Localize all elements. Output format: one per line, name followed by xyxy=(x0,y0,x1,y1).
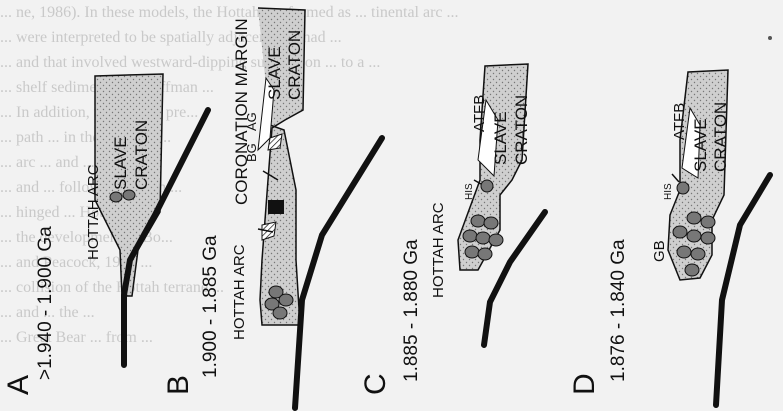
panel-letter: B xyxy=(162,375,195,395)
panel-letter: C xyxy=(359,373,392,395)
craton-label-line1: SLAVE xyxy=(111,136,130,190)
age-label: 1.876 - 1.840 Ga xyxy=(608,239,629,382)
speck xyxy=(768,36,772,40)
craton-label-line2: CRATON xyxy=(512,95,531,165)
arc-label: HOTTAH ARC xyxy=(231,244,248,340)
ag-label: AG xyxy=(244,112,259,131)
atfb-label: ATFB xyxy=(671,103,688,140)
his-label: HIS xyxy=(663,183,674,200)
his-arrow xyxy=(672,174,679,182)
atfb-label: ATFB xyxy=(471,95,488,132)
age-label: >1.940 - 1.900 Ga xyxy=(35,226,56,380)
age-label: 1.885 - 1.880 Ga xyxy=(401,239,422,382)
craton-label-line2: CRATON xyxy=(711,102,730,172)
panel-letter: D xyxy=(568,373,601,395)
panel-b: SLAVE CRATON CORONATION MARGIN BG AG HOT… xyxy=(162,8,382,408)
craton-label-line2: CRATON xyxy=(132,120,151,190)
his-intrusion xyxy=(481,180,493,192)
craton-label-line1: SLAVE xyxy=(691,118,710,172)
gb-label: GB xyxy=(651,240,668,262)
panel-c: SLAVE CRATON ATFB HIS HOTTAH ARC 1.885 -… xyxy=(359,64,545,395)
panel-a: SLAVE CRATON HOTTAH ARC >1.940 - 1.900 G… xyxy=(2,74,208,395)
craton-label-line2: CRATON xyxy=(285,30,304,100)
bg-suture-black xyxy=(268,200,284,214)
age-label: 1.900 - 1.885 Ga xyxy=(200,235,221,378)
subducting-slab xyxy=(295,138,382,408)
arc-label: HOTTAH ARC xyxy=(430,202,447,298)
panel-letter: A xyxy=(2,375,35,395)
arc-label: HOTTAH ARC xyxy=(85,164,102,260)
craton-label-line1: SLAVE xyxy=(265,46,284,100)
his-intrusion xyxy=(677,182,689,194)
panel-d: SLAVE CRATON ATFB HIS GB 1.876 - 1.840 G… xyxy=(568,70,770,405)
his-label: HIS xyxy=(464,183,475,200)
bg-label: BG xyxy=(244,143,259,162)
coronation-margin-label: CORONATION MARGIN xyxy=(232,18,251,205)
craton-label-line1: SLAVE xyxy=(491,111,510,165)
subducting-slab xyxy=(716,175,770,405)
